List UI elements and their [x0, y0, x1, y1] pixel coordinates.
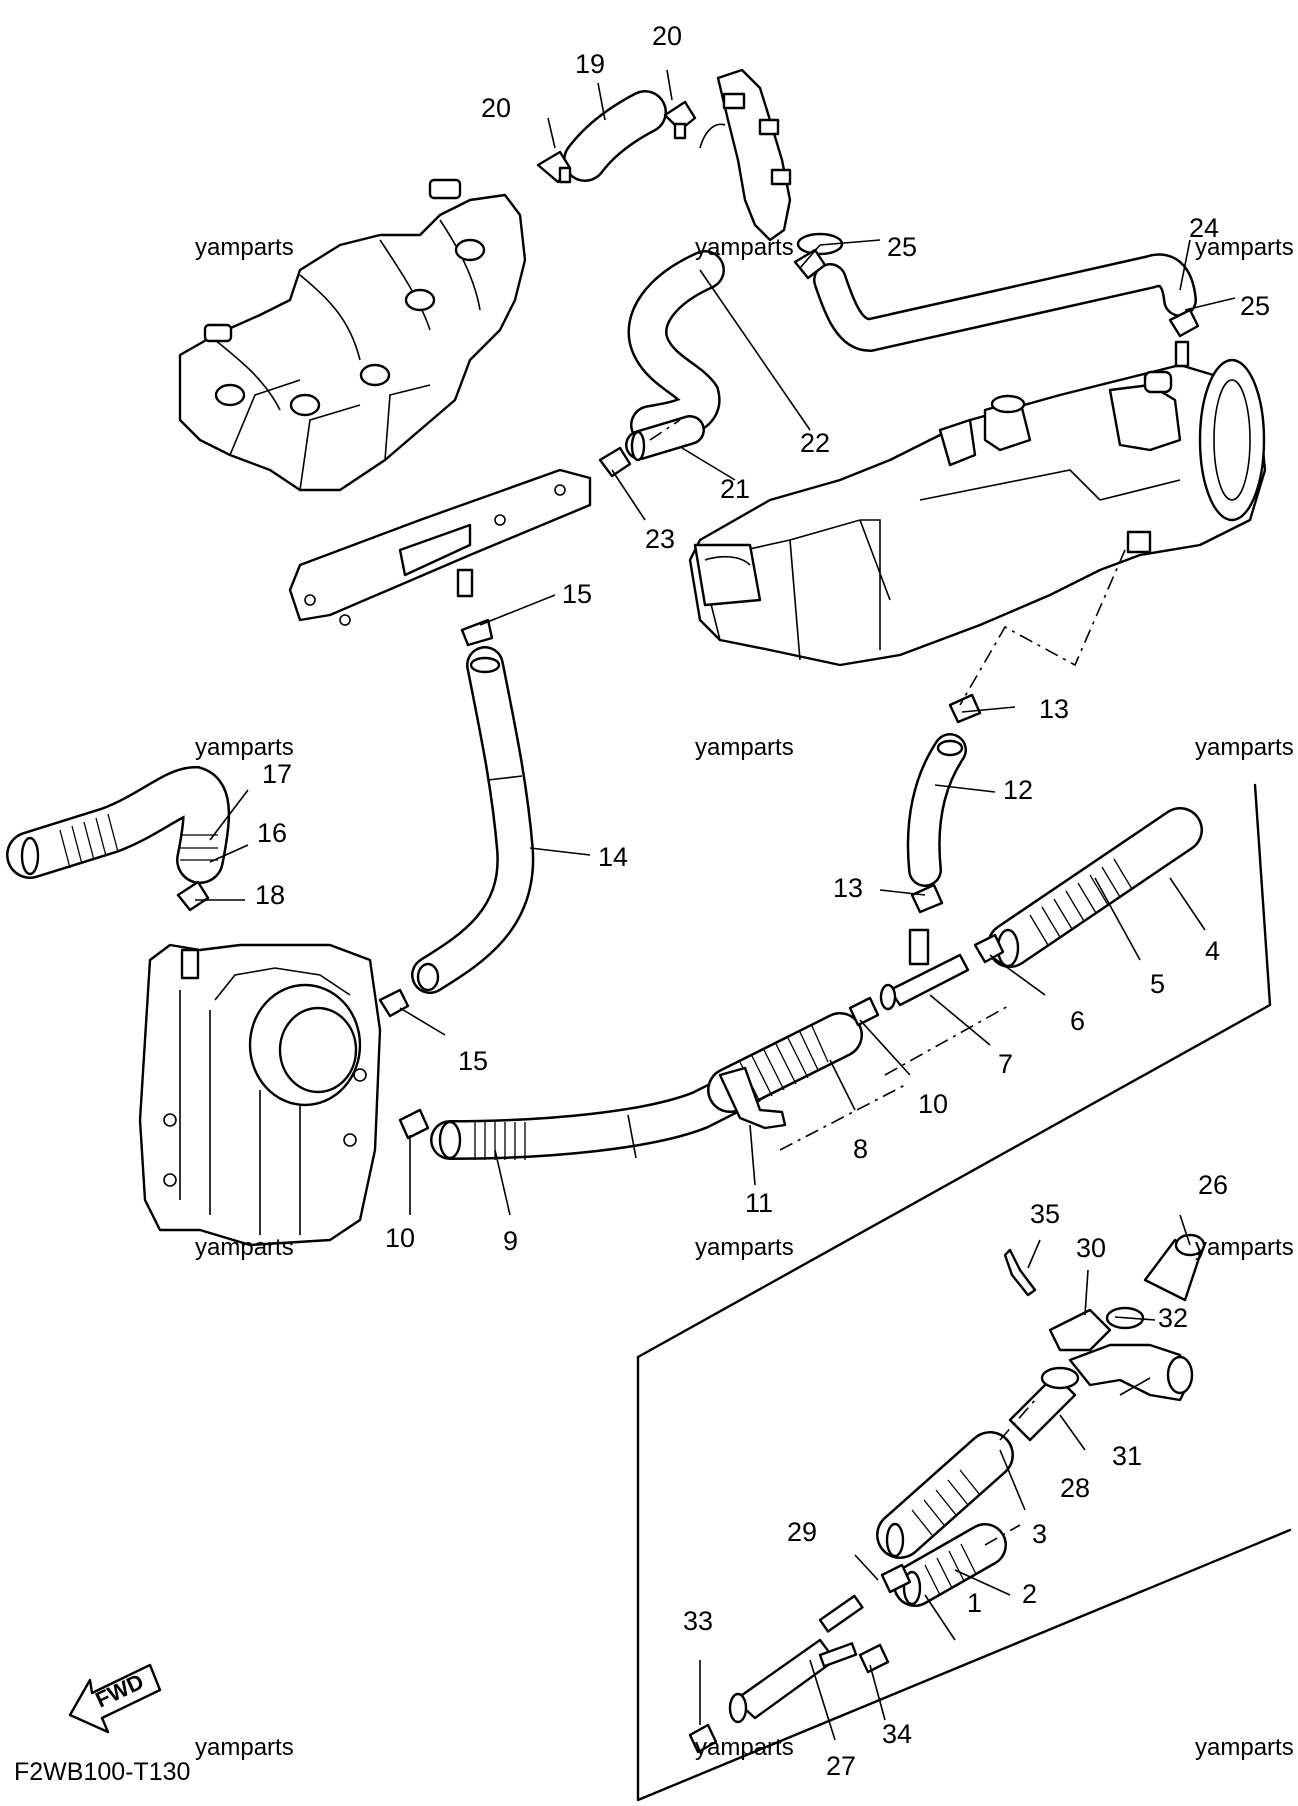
watermark: yamparts: [195, 1734, 294, 1761]
leader-lines: [195, 69, 1236, 1741]
cooling-water-pipe: [699, 68, 844, 256]
hose-12: [906, 733, 967, 887]
callout-13-upper: 13: [1039, 694, 1069, 724]
clamp-18: [176, 880, 210, 912]
callout-24: 24: [1189, 213, 1219, 243]
clamp-15-upper: [460, 618, 494, 647]
watermark: yamparts: [1195, 1734, 1294, 1761]
clamp-6: [973, 933, 1005, 964]
callout-12: 12: [1003, 775, 1033, 805]
callout-23: 23: [645, 524, 675, 554]
callout-18: 18: [255, 880, 285, 910]
clamp-10-right: [848, 996, 880, 1027]
watermark: yamparts: [195, 1234, 294, 1261]
clamp-11: [718, 1066, 787, 1130]
watermark: yamparts: [195, 734, 294, 761]
callout-20-left: 20: [481, 93, 511, 123]
callout-11: 11: [745, 1188, 773, 1218]
callout-31: 31: [1112, 1441, 1142, 1471]
watermark: yamparts: [695, 734, 794, 761]
cylinder-head-cover: [138, 943, 382, 1247]
callout-15-upper: 15: [562, 579, 592, 609]
callout-3: 3: [1032, 1519, 1047, 1549]
water-pipe-assembly: [688, 1233, 1206, 1754]
callout-13-lower: 13: [833, 873, 863, 903]
watermark: yamparts: [1195, 234, 1294, 261]
callout-2: 2: [1022, 1579, 1037, 1609]
callout-19: 19: [575, 49, 605, 79]
watermark: yamparts: [695, 234, 794, 261]
watermark: yamparts: [695, 1734, 794, 1761]
diagram-code: F2WB100-T130: [14, 1758, 190, 1786]
hose-16-17: [6, 765, 231, 884]
nipple-25: [1174, 340, 1190, 368]
callout-21: 21: [720, 474, 750, 504]
hose-14: [411, 646, 535, 994]
callout-5: 5: [1150, 969, 1165, 999]
hose-21: [625, 415, 705, 462]
callout-14: 14: [598, 842, 628, 872]
clamp-15-lower: [378, 988, 410, 1018]
callout-9: 9: [503, 1226, 518, 1256]
hose-24: [813, 253, 1197, 353]
connection-lines: [649, 419, 1126, 1546]
watermark: yamparts: [1195, 1234, 1294, 1261]
callout-29: 29: [787, 1517, 817, 1547]
watermark: yamparts: [195, 234, 294, 261]
callout-25-upper: 25: [887, 232, 917, 262]
exhaust-chamber: [688, 358, 1267, 667]
watermarks: yamparts yamparts yamparts yamparts yamp…: [195, 234, 1294, 1761]
clamp-13-lower: [910, 883, 944, 914]
callout-35: 35: [1030, 1199, 1060, 1229]
callout-34: 34: [882, 1719, 912, 1749]
callout-15-lower: 15: [458, 1046, 488, 1076]
clamp-10-left: [398, 1108, 430, 1140]
callout-25-right: 25: [1240, 291, 1270, 321]
watermark: yamparts: [695, 1234, 794, 1261]
inset-frame: [636, 1355, 1292, 1802]
hose-19: [563, 90, 667, 182]
callout-10-right: 10: [918, 1089, 948, 1119]
callout-7: 7: [998, 1049, 1013, 1079]
callout-6: 6: [1070, 1006, 1085, 1036]
callout-20-right: 20: [652, 21, 682, 51]
callout-17: 17: [262, 759, 292, 789]
clamp-25-upper: [793, 248, 827, 280]
callout-10-left: 10: [385, 1223, 415, 1253]
t-joint-7: [879, 928, 970, 1011]
watermark: yamparts: [1195, 734, 1294, 761]
callout-32: 32: [1158, 1303, 1188, 1333]
callout-28: 28: [1060, 1473, 1090, 1503]
fwd-arrow-icon: FWD: [68, 1663, 162, 1734]
callout-8: 8: [853, 1134, 868, 1164]
callout-labels: 1 2 3 4 5 6 7 8 9 10 10 11 12 13 13 14 1…: [255, 21, 1270, 1781]
clamp-25-right: [1168, 308, 1200, 338]
callout-16: 16: [257, 818, 287, 848]
callout-27: 27: [826, 1751, 856, 1781]
hose-4-5: [987, 807, 1203, 968]
hose-22: [627, 250, 725, 445]
clamp-20-left: [536, 150, 572, 184]
clamp-20-right: [663, 100, 697, 140]
clamp-23: [598, 446, 632, 478]
clamp-13-upper: [948, 693, 982, 724]
system-frame: [636, 783, 1272, 1359]
callout-4: 4: [1205, 936, 1220, 966]
callout-1: 1: [967, 1588, 982, 1618]
callout-30: 30: [1076, 1233, 1106, 1263]
callout-26: 26: [1198, 1170, 1228, 1200]
callout-22: 22: [800, 428, 830, 458]
callout-33: 33: [683, 1606, 713, 1636]
exhaust-manifold: [178, 178, 592, 626]
